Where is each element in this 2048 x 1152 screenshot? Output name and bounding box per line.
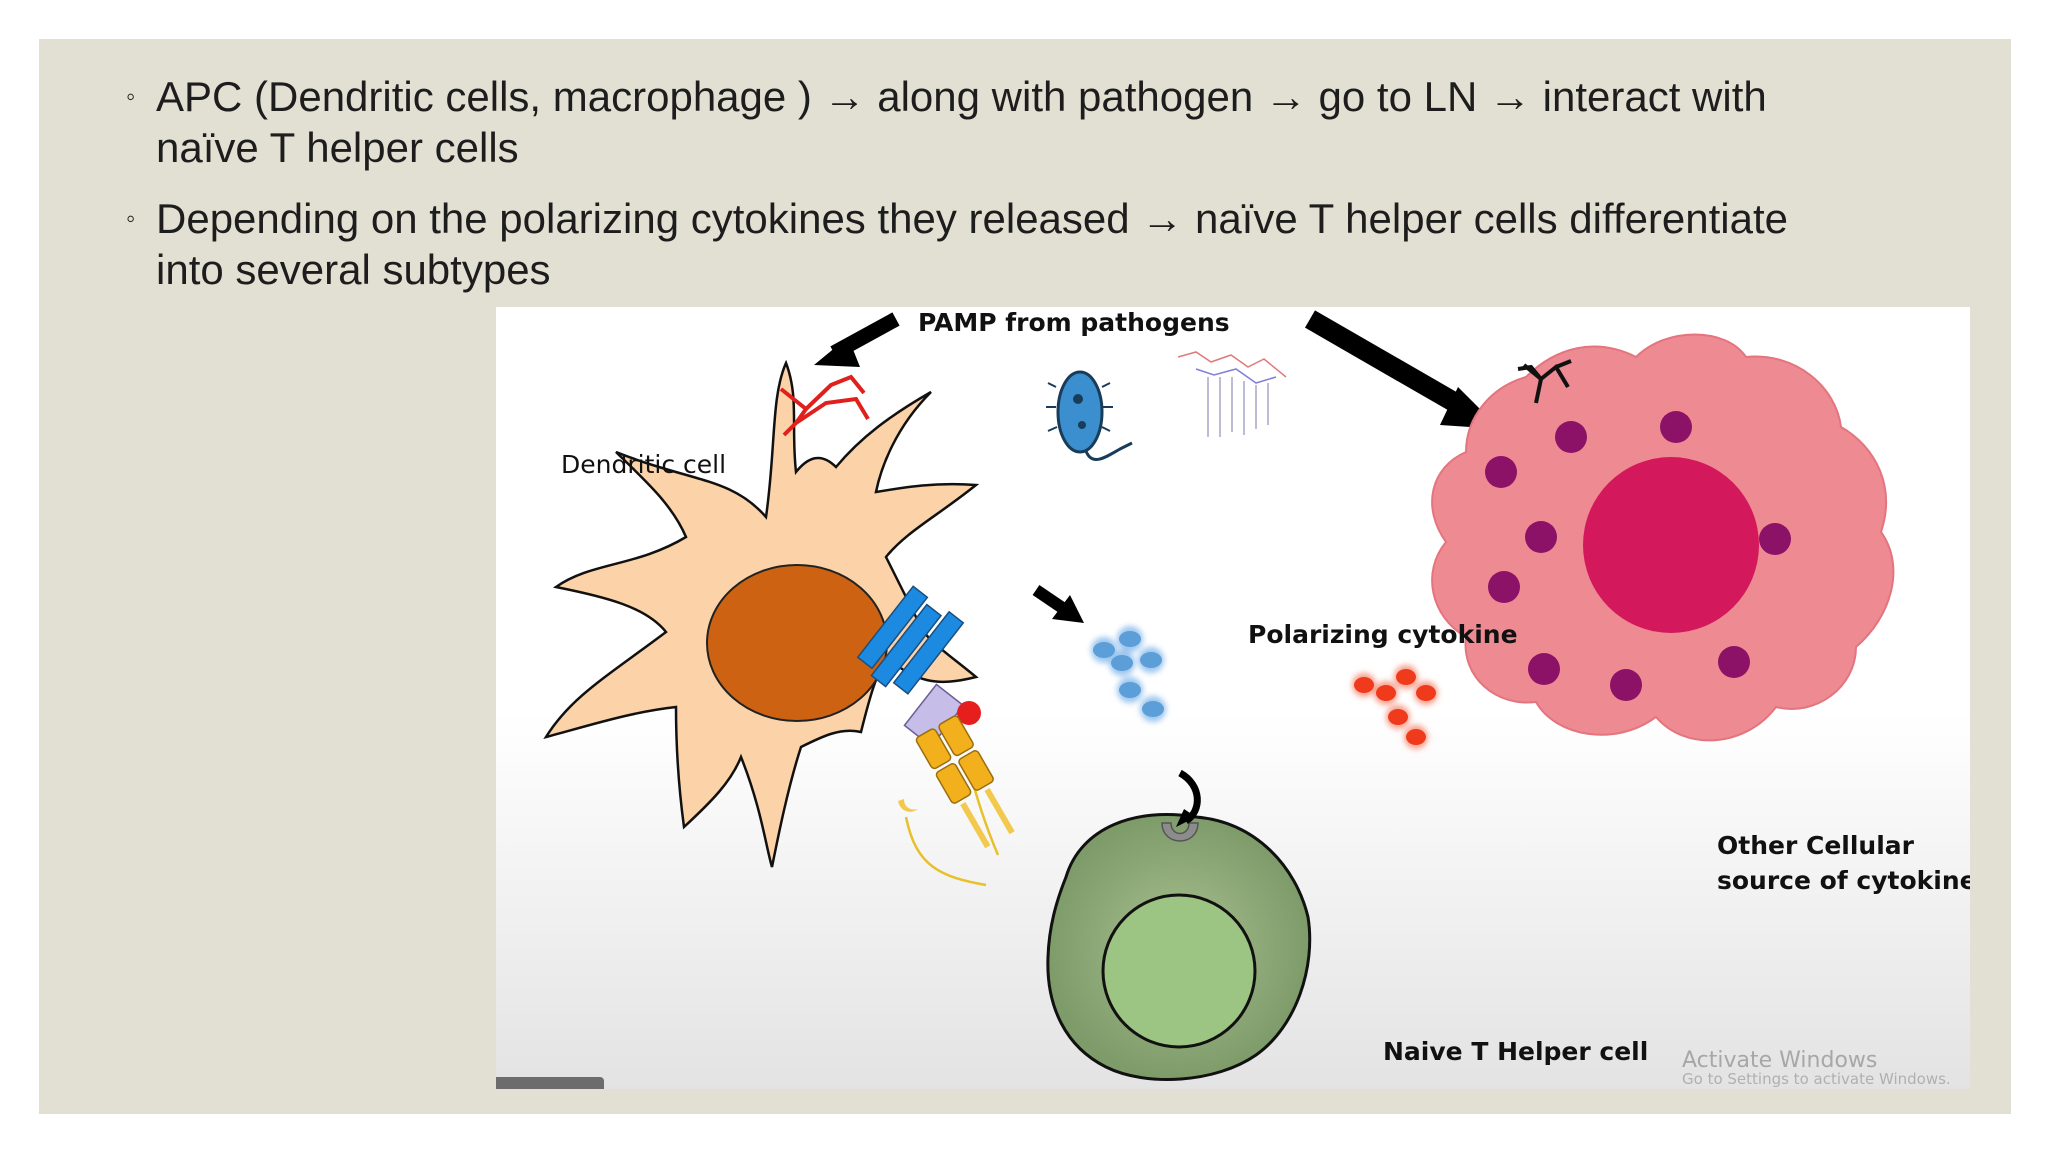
label-dendritic-cell: Dendritic cell	[561, 450, 726, 479]
other-cellular-source	[1431, 333, 1895, 742]
arrow-to-cytokines	[1032, 585, 1084, 623]
pamp-on-other-cell	[1517, 359, 1572, 404]
pamp-on-dendritic	[779, 374, 870, 437]
red-cytokines	[1352, 665, 1438, 749]
arrow-to-dendritic	[814, 312, 900, 367]
bullet-text: Depending on the polarizing cytokines th…	[156, 195, 1789, 293]
watermark-title: Activate Windows	[1682, 1048, 1877, 1073]
label-other-source-line2: source of cytokine	[1717, 866, 1970, 895]
bacterium-icon	[1046, 370, 1133, 461]
label-polarizing-cytokine: Polarizing cytokine	[1248, 620, 1518, 649]
bullet-marker: ◦	[126, 203, 136, 233]
label-other-source-line1: Other Cellular	[1717, 831, 1915, 860]
bullet-marker: ◦	[126, 81, 136, 111]
lps-molecules-icon	[1177, 351, 1287, 437]
bullet-text: APC (Dendritic cells, macrophage ) → alo…	[156, 73, 1767, 171]
blue-cytokines	[1091, 626, 1166, 722]
label-pamp: PAMP from pathogens	[918, 308, 1230, 337]
watermark-subtitle: Go to Settings to activate Windows.	[1682, 1070, 1951, 1088]
video-progress-bar[interactable]	[496, 1077, 604, 1089]
embedded-figure: PAMP from pathogens Dendritic cell Polar…	[496, 307, 1970, 1089]
dendritic-cell	[543, 359, 980, 868]
immune-diagram: PAMP from pathogens Dendritic cell Polar…	[543, 308, 1970, 1088]
bullet-item: ◦ Depending on the polarizing cytokines …	[126, 193, 1856, 295]
arrow-to-other-cell	[1305, 310, 1500, 429]
bullet-item: ◦ APC (Dendritic cells, macrophage ) → a…	[126, 71, 1856, 173]
tcr-mhc-complex	[856, 585, 1015, 887]
naive-t-helper-cell	[1046, 769, 1312, 1081]
label-naive-t-helper: Naive T Helper cell	[1383, 1037, 1648, 1066]
slide: ◦ APC (Dendritic cells, macrophage ) → a…	[39, 39, 2011, 1114]
